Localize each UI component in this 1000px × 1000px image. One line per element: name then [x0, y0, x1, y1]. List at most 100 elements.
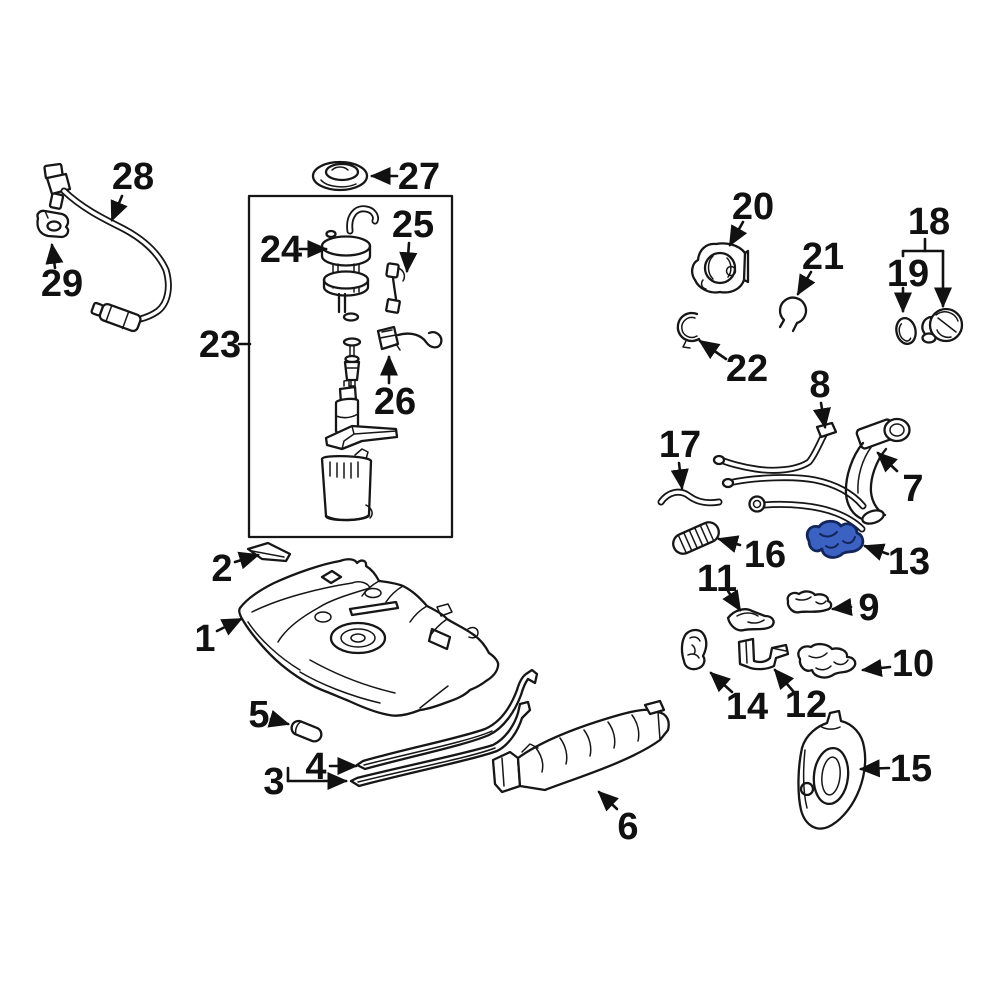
part-number-3: 3	[263, 761, 284, 803]
part-19-cap-gasket	[895, 316, 917, 346]
part-4-tank-band	[355, 668, 539, 771]
callout-12: 12	[773, 668, 827, 726]
part-23-pump-assembly-box	[247, 194, 454, 539]
callout-7: 7	[876, 451, 924, 510]
part-26-harness-connector	[376, 325, 443, 351]
leader-arrow	[215, 617, 243, 636]
leader-arrow	[860, 658, 892, 677]
callout-28: 28	[110, 156, 154, 222]
part-number-9: 9	[858, 587, 879, 629]
leader-arrow	[597, 790, 619, 812]
part-number-28: 28	[112, 156, 154, 198]
part-14-bracket	[680, 628, 708, 671]
part-number-27: 27	[398, 156, 440, 198]
leader-arrow	[110, 194, 128, 222]
part-number-15: 15	[890, 748, 932, 790]
part-23-pump-internals	[320, 337, 399, 522]
part-11-bracket	[726, 608, 775, 632]
callout-26: 26	[374, 354, 416, 423]
callout-8: 8	[809, 364, 831, 430]
part-16-corrugated-hose	[672, 521, 720, 555]
part-8-breather-tube	[712, 421, 838, 474]
callout-9: 9	[830, 587, 880, 629]
part-number-20: 20	[732, 186, 774, 228]
part-9-bracket	[786, 590, 833, 614]
part-number-19: 19	[887, 253, 929, 295]
part-number-26: 26	[374, 381, 416, 423]
leader-arrow	[233, 551, 260, 570]
leader-arrow	[709, 671, 734, 694]
callout-25: 25	[392, 204, 434, 274]
callout-1: 1	[194, 617, 243, 660]
leader-arrow	[267, 709, 290, 728]
part-number-6: 6	[617, 806, 638, 848]
callout-3: 3	[263, 761, 349, 803]
part-number-1: 1	[194, 618, 215, 660]
part-21-ring	[778, 296, 808, 333]
part-15-protector	[797, 709, 867, 830]
leader-arrow	[876, 451, 899, 473]
callout-6: 6	[597, 790, 639, 848]
part-25-fuel-sender-gauge	[385, 262, 406, 314]
part-number-24: 24	[260, 229, 302, 271]
callout-20: 20	[728, 186, 774, 247]
part-18-fuel-cap	[921, 307, 964, 344]
callout-5: 5	[248, 694, 290, 736]
leader-arrow	[796, 270, 816, 296]
part-number-23: 23	[199, 324, 241, 366]
part-number-29: 29	[41, 263, 83, 305]
part-27-gasket-ring	[311, 160, 369, 192]
part-number-18: 18	[908, 201, 950, 243]
part-3-tank-band	[349, 700, 532, 788]
leader-arrow	[728, 220, 748, 247]
part-number-22: 22	[726, 348, 768, 390]
leader-arrow	[45, 242, 64, 270]
leader-arrow	[812, 401, 831, 430]
callout-29: 29	[41, 242, 83, 305]
callout-27: 27	[369, 156, 440, 198]
part-number-17: 17	[659, 424, 701, 466]
part-number-21: 21	[802, 236, 844, 278]
part-number-2: 2	[211, 548, 232, 590]
part-6-heat-shield	[491, 699, 670, 794]
part-24-fuel-suction-plate	[320, 205, 379, 322]
part-29-clamp-bracket	[36, 209, 70, 239]
leader-arrow	[722, 589, 742, 612]
part-number-16: 16	[744, 534, 786, 576]
leader-arrow	[773, 668, 795, 693]
callout-17: 17	[659, 424, 701, 491]
part-number-14: 14	[726, 686, 768, 728]
part-22-clamp-ring	[676, 311, 704, 349]
callout-2: 2	[211, 548, 260, 590]
callout-16: 16	[717, 534, 786, 576]
callout-22: 22	[698, 339, 768, 390]
part-17-hose	[657, 488, 723, 507]
callout-19: 19	[887, 253, 929, 314]
leader-arrow	[399, 241, 418, 274]
part-10-bracket	[797, 642, 857, 679]
callout-15: 15	[858, 748, 932, 790]
part-number-8: 8	[809, 364, 830, 406]
callout-13: 13	[863, 541, 930, 583]
callout-11: 11	[697, 558, 742, 612]
part-number-7: 7	[902, 468, 923, 510]
part-20-retainer	[691, 242, 750, 294]
callout-21: 21	[796, 236, 844, 296]
part-number-4: 4	[305, 746, 326, 788]
callout-18: 18	[901, 201, 953, 309]
part-number-12: 12	[785, 684, 827, 726]
part-number-25: 25	[392, 204, 434, 246]
part-number-10: 10	[892, 643, 934, 685]
callout-23: 23	[199, 324, 252, 366]
callout-14: 14	[709, 671, 768, 728]
leader-arrow	[858, 759, 891, 778]
leader-arrow	[670, 461, 689, 491]
part-13-clamp-highlighted[interactable]	[805, 519, 865, 559]
part-2-pad	[246, 541, 292, 563]
part-7-filler-pipe	[844, 417, 911, 525]
callout-4: 4	[305, 746, 359, 788]
part-28-fuel-tube	[43, 162, 172, 333]
